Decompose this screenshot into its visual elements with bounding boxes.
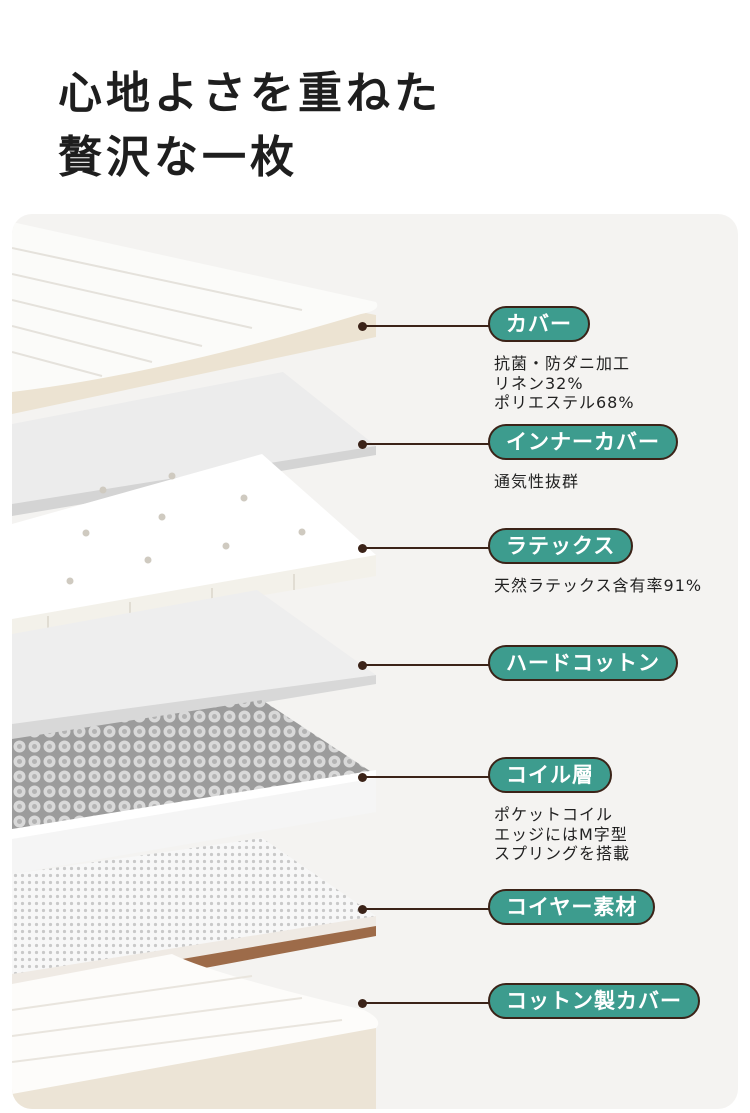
leader-dot: [358, 773, 367, 782]
mattress-layers-illustration: [12, 222, 379, 1109]
leader-line: [364, 664, 504, 666]
label-coir: コイヤー素材: [488, 889, 656, 925]
desc-line: ポリエステル68%: [494, 393, 635, 412]
desc-line: ポケットコイル: [494, 805, 614, 824]
leader-dot: [358, 440, 367, 449]
label-coil: コイル層: [488, 757, 612, 793]
label-cover: カバー: [488, 306, 590, 342]
desc-line: 抗菌・防ダニ加工: [494, 354, 631, 373]
desc-line: リネン32%: [494, 373, 584, 393]
leader-line: [364, 1002, 504, 1004]
leader-dot: [358, 544, 367, 553]
latex-layer: [12, 454, 376, 638]
desc-line: エッジにはM字型: [494, 824, 628, 844]
leader-line: [364, 776, 504, 778]
label-hard-cotton: ハードコットン: [488, 645, 678, 681]
desc-line: スプリングを搭載: [494, 844, 631, 863]
headline-line-1: 心地よさを重ねた: [58, 68, 442, 119]
leader-line: [364, 547, 504, 549]
label-cotton-cover: コットン製カバー: [488, 983, 700, 1019]
leader-dot: [358, 322, 367, 331]
headline-line-2: 贅沢な一枚: [58, 132, 298, 183]
leader-line: [364, 443, 504, 445]
coil-layer: [12, 700, 376, 874]
desc-coil: ポケットコイル エッジにはM字型 スプリングを搭載: [494, 805, 630, 864]
label-latex: ラテックス: [488, 528, 634, 564]
leader-dot: [358, 999, 367, 1008]
desc-line: 天然ラテックス含有率91%: [494, 576, 703, 595]
leader-dot: [358, 661, 367, 670]
desc-inner-cover: 通気性抜群: [494, 472, 579, 492]
leader-line: [364, 908, 504, 910]
leader-dot: [358, 905, 367, 914]
headline: 心地よさを重ねた 贅沢な一枚: [58, 62, 442, 190]
desc-line: 通気性抜群: [494, 472, 580, 491]
cover-layer: [12, 222, 378, 414]
layer-diagram-panel: カバー 抗菌・防ダニ加工 リネン32% ポリエステル68% インナーカバー 通気…: [12, 214, 738, 1109]
cotton-cover-layer: [12, 954, 379, 1109]
leader-line: [364, 325, 504, 327]
desc-cover: 抗菌・防ダニ加工 リネン32% ポリエステル68%: [494, 354, 635, 413]
desc-latex: 天然ラテックス含有率91%: [494, 576, 702, 596]
label-inner-cover: インナーカバー: [488, 424, 678, 460]
